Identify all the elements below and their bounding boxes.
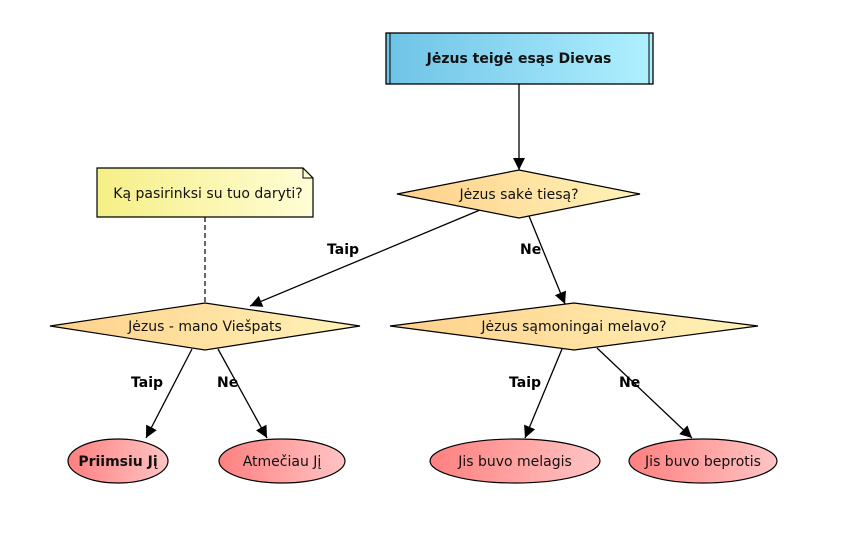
edge-label-lied-no: Ne [619,375,640,391]
decision-truth-label: Jėzus sakė tiesą? [458,187,578,203]
liar-shape [429,438,601,484]
accept-shape [67,438,169,484]
node-reject[interactable]: Atmečiau Jį [218,438,346,484]
edge-lord-to-accept [145,348,193,439]
node-note[interactable]: Ką pasirinksi su tuo daryti? [96,167,314,218]
lunatic-shape [628,438,778,484]
edge-label-truth-yes: Taip [327,242,359,258]
edge-truth-to-lied [528,215,567,305]
edge-label-lord-no: Ne [217,375,238,391]
reject-label: Atmečiau Jį [243,454,322,470]
edge-labels: Taip Ne Taip Ne Taip Ne [131,242,640,391]
start-box [385,32,654,85]
node-decision-truth[interactable]: Jėzus sakė tiesą? [396,169,641,219]
note-shape [96,167,314,218]
node-lunatic[interactable]: Jis buvo beprotis [628,438,778,484]
lunatic-label: Jis buvo beprotis [644,454,761,470]
edge-lied-to-liar [524,348,563,439]
liar-label: Jis buvo melagis [457,454,572,470]
node-liar[interactable]: Jis buvo melagis [429,438,601,484]
node-accept[interactable]: Priimsiu Jį [67,438,169,484]
decision-lord-shape [49,302,361,351]
note-label: Ką pasirinksi su tuo daryti? [113,186,302,202]
node-start[interactable]: Jėzus teigė esąs Dievas [385,32,654,85]
edge-lord-to-reject [217,348,268,439]
decision-lord-label: Jėzus - mano Viešpats [127,319,282,335]
node-decision-lied[interactable]: Jėzus sąmoningai melavo? [389,302,759,351]
decision-lied-shape [389,302,759,351]
edges [145,84,693,439]
note-fold-corner [302,168,313,179]
reject-shape [218,438,346,484]
decision-lied-label: Jėzus sąmoningai melavo? [480,319,666,335]
edge-lied-to-lunatic [596,347,693,439]
edge-truth-to-lord [249,209,481,307]
start-label: Jėzus teigė esąs Dievas [426,51,612,67]
edge-label-lied-yes: Taip [509,375,541,391]
edge-label-lord-yes: Taip [131,375,163,391]
decision-truth-shape [396,169,641,219]
edge-label-truth-no: Ne [520,242,541,258]
node-decision-lord[interactable]: Jėzus - mano Viešpats [49,302,361,351]
accept-label: Priimsiu Jį [78,454,158,470]
